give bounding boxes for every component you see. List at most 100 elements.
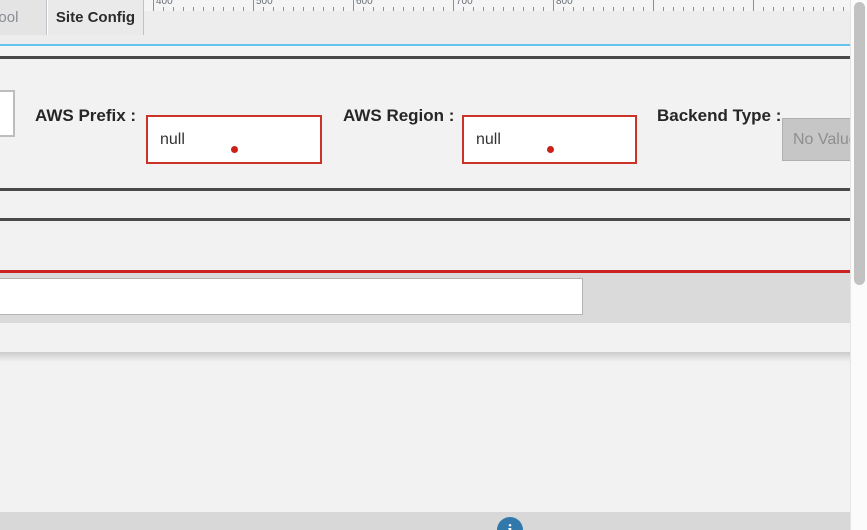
ruler-minor-tick [763,7,764,11]
ruler-label: 600 [356,0,373,7]
ruler-minor-tick [233,7,234,11]
ruler-major-tick [453,0,454,11]
ruler-major-tick [753,0,754,11]
ruler-minor-tick [743,7,744,11]
ruler-label: 500 [256,0,273,7]
ruler-minor-tick [803,7,804,11]
ruler-minor-tick [673,7,674,11]
ruler-minor-tick [243,7,244,11]
tab-site-config[interactable]: Site Config [47,0,144,35]
aws-region-required-dot [546,146,554,153]
ruler-minor-tick [713,7,714,11]
ruler-minor-tick [223,7,224,11]
ruler-minor-tick [783,7,784,11]
ruler-minor-tick [263,7,264,11]
tab-active-underline [0,44,867,46]
ruler-minor-tick [833,7,834,11]
vertical-scrollbar-track[interactable] [850,0,867,530]
spacer-band-2 [0,221,867,270]
ruler-minor-tick [163,7,164,11]
aws-prefix-required-dot [231,146,238,153]
ruler-minor-tick [683,7,684,11]
lower-text-input[interactable] [0,278,583,315]
ruler-minor-tick [303,7,304,11]
ruler-minor-tick [173,7,174,11]
ruler-minor-tick [503,7,504,11]
ruler-minor-tick [183,7,184,11]
tab-site-config-label: Site Config [55,9,136,26]
backend-type-input-value: No Value [793,130,858,148]
ruler-minor-tick [583,7,584,11]
ruler-minor-tick [363,7,364,11]
spacer-band-1 [0,191,867,218]
ruler-minor-tick [723,7,724,11]
ruler-major-tick [153,0,154,11]
left-truncated-input[interactable] [0,90,15,137]
aws-prefix-input-value: null [160,130,185,148]
ruler-minor-tick [693,7,694,11]
tab-deploy-tool-label: y Tool [0,9,19,26]
ruler-minor-tick [413,7,414,11]
ruler-minor-tick [573,7,574,11]
ruler-minor-tick [323,7,324,11]
ruler-label: 800 [556,0,573,7]
ruler-major-tick [253,0,254,11]
footer-bar [0,512,867,530]
ruler-minor-tick [383,7,384,11]
ruler-minor-tick [283,7,284,11]
ruler-minor-tick [333,7,334,11]
tab-deploy-tool[interactable]: y Tool [0,0,47,35]
ruler-major-tick [653,0,654,11]
vertical-scrollbar-thumb[interactable] [854,2,865,285]
ruler-minor-tick [393,7,394,11]
ruler-label: 700 [456,0,473,7]
info-icon[interactable]: i [497,517,523,530]
ruler-minor-tick [343,7,344,11]
ruler-minor-tick [443,7,444,11]
ruler-minor-tick [293,7,294,11]
ruler-minor-tick [193,7,194,11]
divider-section-1 [0,188,867,191]
ruler-minor-tick [613,7,614,11]
aws-prefix-label: AWS Prefix : [35,106,137,125]
ruler-minor-tick [663,7,664,11]
ruler-minor-tick [593,7,594,11]
ruler-minor-tick [623,7,624,11]
blank-content-area [0,362,867,512]
ruler-minor-tick [703,7,704,11]
ruler-minor-tick [543,7,544,11]
divider-error-red [0,270,867,273]
aws-region-label: AWS Region : [343,106,455,125]
ruler-label: 400 [156,0,173,7]
divider-section-2 [0,218,867,221]
ruler-minor-tick [813,7,814,11]
ruler-minor-tick [793,7,794,11]
ruler-minor-tick [533,7,534,11]
ruler-minor-tick [423,7,424,11]
ruler-minor-tick [403,7,404,11]
backend-type-label: Backend Type : [657,106,782,125]
ruler-minor-tick [273,7,274,11]
ruler-minor-tick [603,7,604,11]
ruler-minor-tick [523,7,524,11]
config-form-row: AWS Prefix : null AWS Region : null Back… [0,59,867,188]
aws-prefix-input[interactable]: null [146,115,322,164]
ruler-minor-tick [493,7,494,11]
ruler-major-tick [353,0,354,11]
ruler-minor-tick [433,7,434,11]
divider-top [0,56,867,59]
ruler-minor-tick [463,7,464,11]
ruler-minor-tick [373,7,374,11]
ruler-minor-tick [823,7,824,11]
ruler-minor-tick [633,7,634,11]
content-shadow [0,352,867,362]
ruler-minor-tick [483,7,484,11]
ruler-minor-tick [773,7,774,11]
ruler-major-tick [553,0,554,11]
ruler-minor-tick [473,7,474,11]
tab-bar-empty-area [145,11,867,46]
panel-top-strip [0,46,867,56]
aws-region-input[interactable]: null [462,115,637,164]
ruler-minor-tick [563,7,564,11]
